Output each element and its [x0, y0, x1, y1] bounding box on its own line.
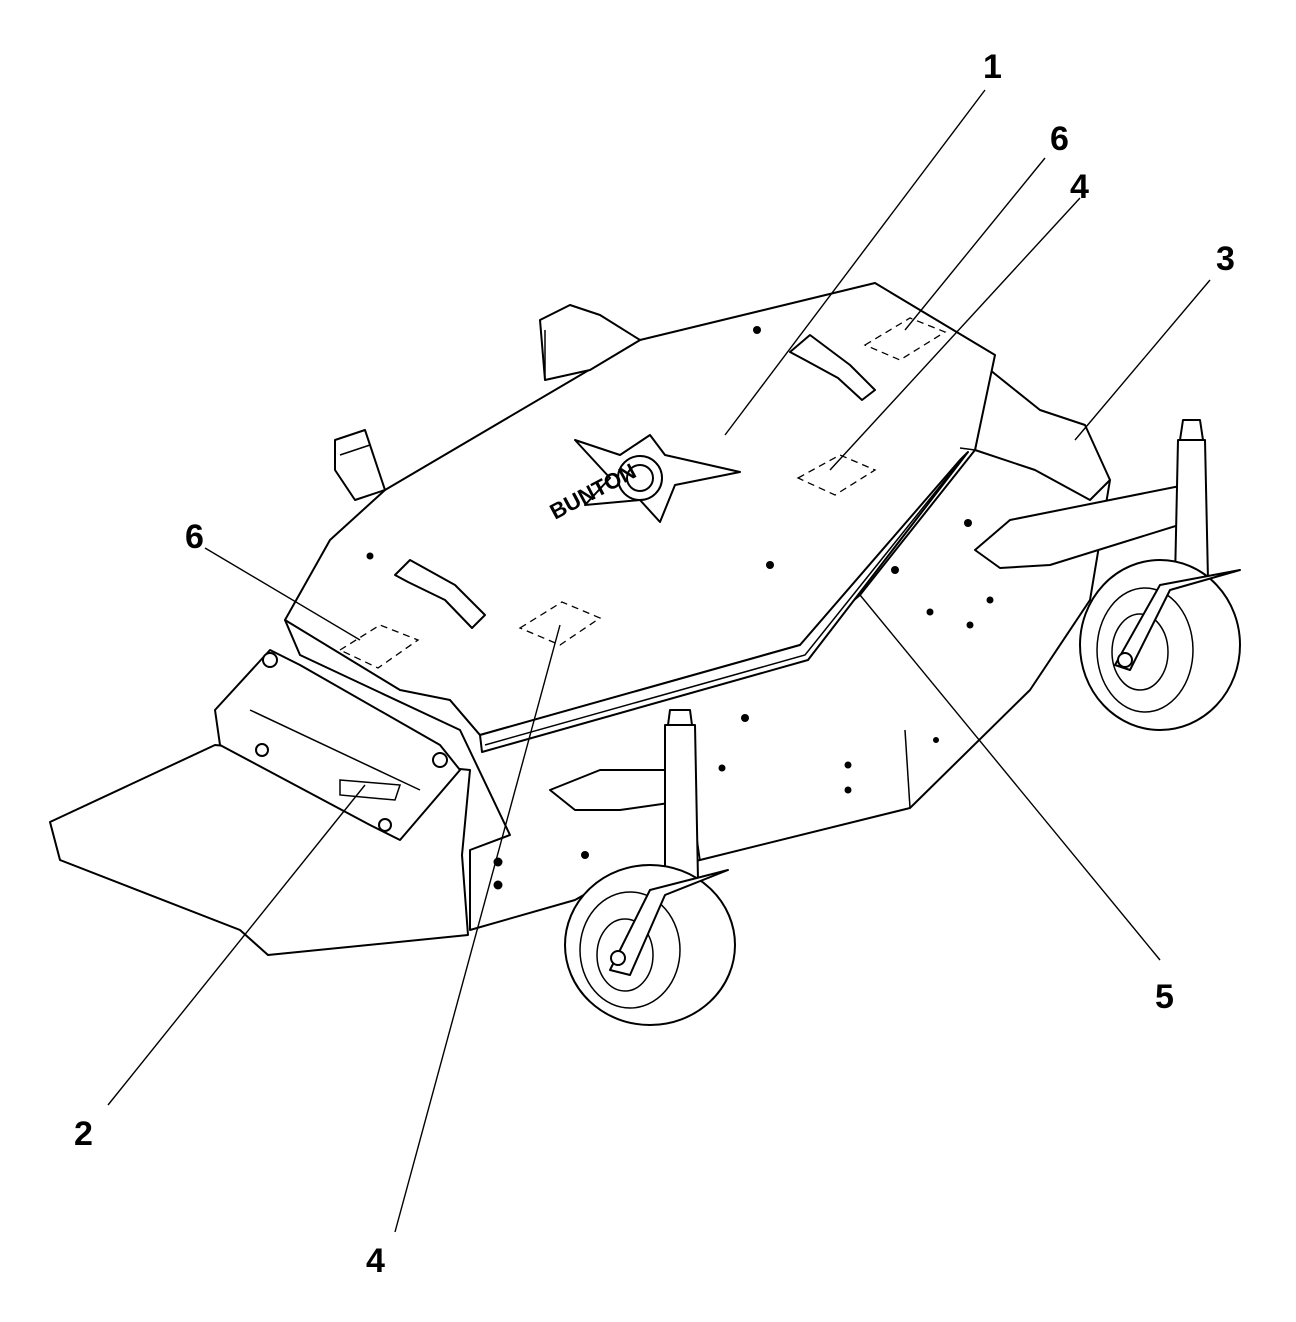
callout-2: 2 — [74, 1115, 93, 1153]
callouts: 1 2 3 4 4 5 6 6 — [74, 48, 1235, 1280]
callout-6a: 6 — [1050, 120, 1069, 158]
callout-3: 3 — [1216, 240, 1235, 278]
leader-lines — [107, 89, 1211, 1233]
callout-6b: 6 — [185, 518, 204, 556]
front-caster-arm — [549, 709, 699, 881]
front-hitch — [214, 649, 461, 841]
right-caster-arm — [974, 419, 1209, 581]
handle-front — [394, 559, 486, 629]
right-side-shield — [974, 369, 1111, 501]
decal-outlines — [338, 317, 947, 669]
callout-1: 1 — [983, 48, 1002, 86]
callout-4b: 4 — [366, 1242, 385, 1280]
callout-4a: 4 — [1070, 168, 1089, 206]
front-caster-wheel — [564, 864, 736, 1026]
deck-bolts — [366, 326, 994, 890]
rear-bracket-right — [539, 304, 641, 381]
callout-5: 5 — [1155, 978, 1174, 1016]
handle-rear — [789, 334, 876, 401]
right-caster-wheel — [1079, 559, 1241, 731]
side-stripe — [479, 451, 969, 753]
rear-bracket-left — [334, 429, 386, 501]
